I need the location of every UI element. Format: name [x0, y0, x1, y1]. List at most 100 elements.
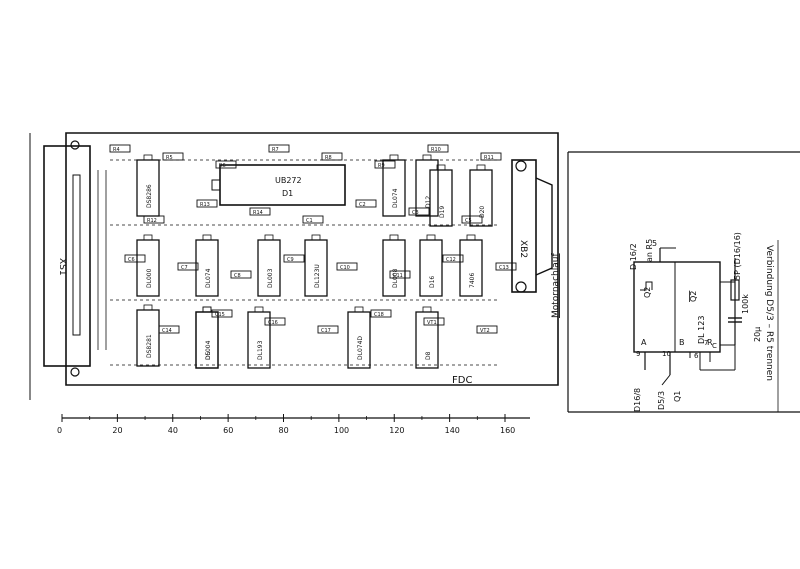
- chip-c7: DL193: [247, 306, 271, 369]
- component-label: R14: [253, 210, 263, 216]
- component-c9: C9: [283, 254, 305, 263]
- component-r11: R11: [480, 152, 502, 161]
- pin-10: 10: [662, 350, 671, 358]
- component-label: C14: [162, 328, 172, 334]
- out-q2: Q2: [643, 287, 652, 298]
- chip-label: D16: [429, 276, 436, 288]
- scale-tick-label: 40: [168, 426, 178, 435]
- chip-c10: DL074D: [347, 306, 371, 369]
- component-label: VT1: [427, 320, 437, 326]
- out-q2bar: Q2: [689, 291, 698, 302]
- component-label: C11: [393, 273, 403, 279]
- ic-type: DL 123: [697, 316, 706, 344]
- chip-c1: DS8286: [136, 154, 160, 217]
- chip-label: DS8286: [146, 184, 153, 208]
- in-a: A: [641, 338, 647, 347]
- pin-9: 9: [636, 350, 640, 358]
- net-an-r5: an R5: [645, 239, 654, 262]
- schematic-title: Motornachlauf: [551, 253, 561, 318]
- chip-label: DL074: [392, 188, 399, 208]
- component-c10: C10: [336, 262, 358, 271]
- component-c14: C14: [158, 325, 180, 334]
- schematic-footnote: Verbindung D5/3 – R5 trennen: [764, 245, 774, 381]
- net-q1: Q1: [673, 391, 682, 402]
- component-label: C1: [306, 218, 313, 224]
- scale-tick: 60: [223, 414, 233, 435]
- scale-ruler: [29, 133, 530, 419]
- component-label: C9: [287, 257, 294, 263]
- chip-label: DL000: [146, 268, 153, 288]
- component-c7: C7: [177, 262, 199, 271]
- capacitor-label: 20µ: [753, 327, 762, 342]
- component-c12: C12: [442, 254, 464, 263]
- component-label: R8: [325, 155, 332, 161]
- components-layer: R4R5R6R7R8R9R10R11R12R13R14C1C2C3C5C6C7C…: [109, 144, 517, 334]
- chip-c13: D8: [415, 306, 439, 369]
- scale-tick: 120: [389, 414, 405, 435]
- chip-c17: D19: [429, 164, 453, 227]
- component-r8: R8: [321, 152, 343, 161]
- scale-tick: 160: [500, 414, 515, 435]
- connector-xs1-label: XS1: [57, 258, 67, 276]
- in-c: C: [712, 342, 717, 350]
- component-label: R11: [484, 155, 494, 161]
- chip-c4: DL074: [195, 234, 219, 297]
- chip-label: 7406: [469, 273, 476, 288]
- ic-ref: D 16/2: [629, 243, 638, 270]
- chip-label: D8: [425, 351, 432, 360]
- connector-xb2: [511, 159, 537, 293]
- component-c17: C17: [317, 325, 339, 334]
- component-c1: C1: [302, 215, 324, 224]
- component-c15: C15: [211, 309, 233, 318]
- component-r9: R9: [374, 160, 396, 169]
- chip-c12: DL074: [382, 154, 406, 217]
- scale-tick: 20: [112, 414, 123, 435]
- scale-tick: 40: [168, 414, 178, 435]
- component-label: C17: [321, 328, 331, 334]
- scale-tick-label: 140: [445, 426, 460, 435]
- chip-c3: DS8281: [136, 304, 160, 367]
- scale-tick-label: 100: [334, 426, 349, 435]
- chip-c9: DL123U: [304, 234, 328, 297]
- scale-tick-label: 120: [389, 426, 404, 435]
- connector-xb2-label: XB2: [518, 240, 528, 258]
- chip-c2: DL000: [136, 234, 160, 297]
- component-r13: R13: [196, 199, 218, 208]
- chip-c16: 7406: [459, 234, 483, 297]
- component-r6: R6: [215, 160, 237, 169]
- component-label: C13: [499, 265, 509, 271]
- component-vt2: VT2: [476, 325, 498, 334]
- chip-d1-label: D1: [282, 189, 293, 198]
- component-label: C7: [181, 265, 188, 271]
- chip-label: DL074: [205, 268, 212, 288]
- chip-label: D12: [425, 196, 432, 208]
- component-c18: C18: [370, 309, 392, 318]
- component-label: R9: [378, 163, 385, 169]
- component-c16: C16: [264, 317, 286, 326]
- in-r: R: [707, 338, 713, 347]
- component-r7: R7: [268, 144, 290, 153]
- component-r14: R14: [249, 207, 271, 216]
- component-label: C18: [374, 312, 384, 318]
- chip-label: DL123U: [314, 264, 321, 288]
- connector-pins-left: [97, 170, 107, 350]
- chip-c18: D20: [469, 164, 493, 227]
- component-label: R6: [219, 163, 226, 169]
- component-label: C6: [128, 257, 135, 263]
- component-label: R10: [431, 147, 441, 153]
- component-label: C3: [412, 210, 419, 216]
- component-label: VT2: [480, 328, 490, 334]
- component-c6: C6: [124, 254, 146, 263]
- chip-c15: D16: [419, 234, 443, 297]
- net-d5-3: D5/3: [657, 391, 666, 410]
- component-label: R12: [147, 218, 157, 224]
- chip-label: DL003: [267, 268, 274, 288]
- scale-tick-label: 160: [500, 426, 515, 435]
- component-label: C10: [340, 265, 350, 271]
- chip-label: D5: [205, 351, 212, 360]
- chip-c8: DL003: [257, 234, 281, 297]
- pin-6: 6: [694, 352, 699, 360]
- component-label: R4: [113, 147, 120, 153]
